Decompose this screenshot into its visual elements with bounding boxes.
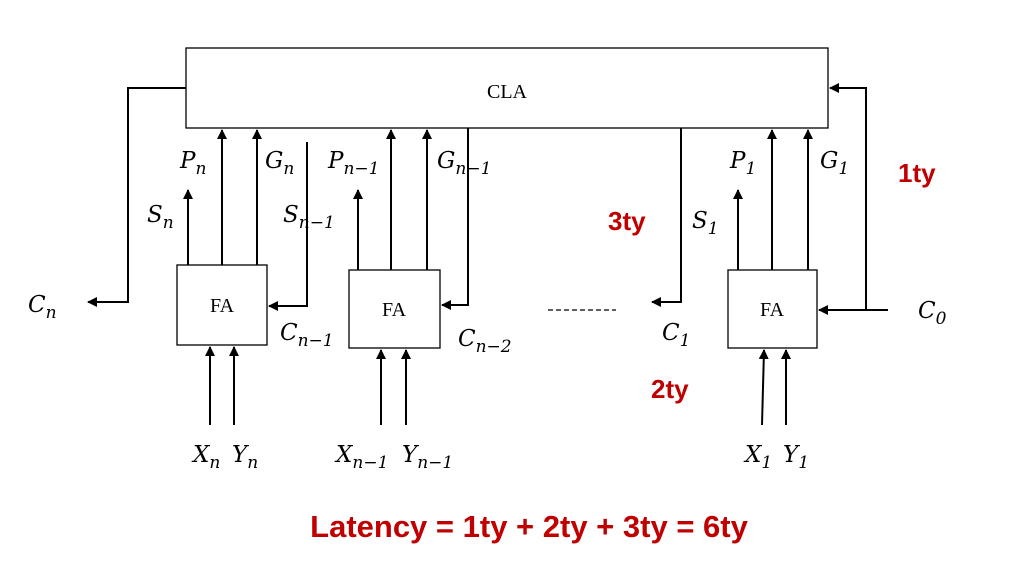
wire-c-0-to-cla [829,83,867,310]
fa-block-n-minus-1: FA [348,269,441,349]
label-y-n: Yn [232,442,258,473]
label-c-1: C1 [662,320,690,351]
label-c-n-minus-1: Cn−1 [280,320,334,351]
wire-x-1 [758,349,769,426]
fa-block-1: FA [727,269,818,349]
label-x-n-minus-1: Xn−1 [334,442,388,473]
label-y-1: Y1 [783,442,809,473]
cla-block: CLA [185,47,829,129]
label-g-1: G1 [820,148,849,179]
label-c-n-minus-2: Cn−2 [458,326,512,357]
fa-label-1: FA [760,299,785,321]
label-g-n-minus-1: Gn−1 [437,148,491,179]
label-g-n: Gn [265,148,294,179]
label-s-n-minus-1: Sn−1 [283,202,335,233]
wire-c-n-minus-1 [268,142,308,311]
fa-block-n: FA [176,264,268,346]
label-c-n: Cn [28,292,57,323]
label-s-n: Sn [147,202,174,233]
delay-3ty: 3ty [608,206,646,236]
label-p-1: P1 [729,148,756,179]
delay-1ty: 1ty [898,158,936,188]
cla-label: CLA [487,81,528,103]
fa-label-n: FA [210,295,235,317]
label-s-1: S1 [692,208,719,239]
wire-c-n-minus-2 [441,128,469,310]
fa-label-n-minus-1: FA [382,299,407,321]
label-c-0: C0 [918,298,947,329]
latency-summary: Latency = 1ty + 2ty + 3ty = 6ty [310,509,748,544]
wire-c-1 [651,128,682,307]
label-p-n-minus-1: Pn−1 [327,148,380,179]
delay-2ty: 2ty [651,374,689,404]
label-y-n-minus-1: Yn−1 [402,442,453,473]
wire-cn [87,87,186,307]
label-x-1: X1 [743,442,772,473]
label-p-n: Pn [179,148,206,179]
label-x-n: Xn [191,442,220,473]
